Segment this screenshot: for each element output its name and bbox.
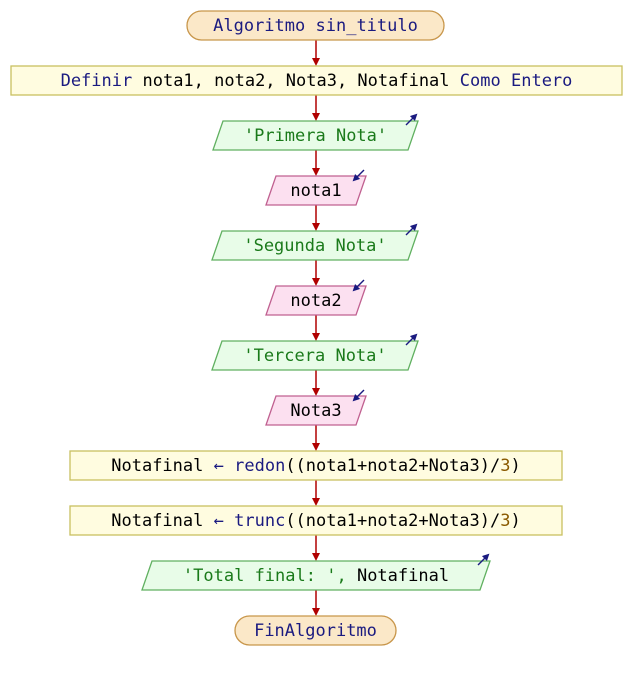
define-vars: nota1, nota2, Nota3, Notafinal	[142, 71, 449, 91]
write-1-text: 'Primera Nota'	[244, 126, 387, 146]
assign-1-target: Notafinal	[111, 456, 203, 476]
write-block-2: 'Segunda Nota'	[211, 223, 419, 261]
output-arrow-icon	[405, 333, 418, 346]
input-arrow-icon	[352, 279, 365, 292]
svg-text:Notafinal ← trunc((nota1+nota2: Notafinal ← trunc((nota1+nota2+Nota3)/3)	[111, 511, 521, 531]
define-keyword: Definir	[61, 71, 133, 91]
read-2-text: nota2	[290, 291, 341, 311]
write-block-4: 'Total final: ', Notafinal	[141, 553, 491, 591]
write-4-var: Notafinal	[357, 566, 449, 586]
svg-text:Definir nota1, nota2, Nota3, N: Definir nota1, nota2, Nota3, Notafinal C…	[61, 71, 573, 91]
assign-2-expr: ((nota1+nota2+Nota3)/	[285, 511, 500, 531]
write-block-1: 'Primera Nota'	[212, 113, 419, 151]
assign-block-2: Notafinal ← trunc((nota1+nota2+Nota3)/3)	[69, 505, 563, 536]
assign-2-target: Notafinal	[111, 511, 203, 531]
read-block-2: nota2	[265, 279, 367, 316]
assign-2-divisor: 3	[500, 511, 510, 531]
assign-2-func: trunc	[234, 511, 285, 531]
read-block-3: Nota3	[265, 389, 367, 426]
define-block: Definir nota1, nota2, Nota3, Notafinal C…	[10, 65, 623, 96]
read-3-text: Nota3	[290, 401, 341, 421]
assign-2-arrow: ←	[214, 511, 224, 531]
output-arrow-icon	[405, 223, 418, 236]
end-terminal: FinAlgoritmo	[234, 615, 397, 646]
svg-text:Notafinal ← redon((nota1+nota2: Notafinal ← redon((nota1+nota2+Nota3)/3)	[111, 456, 521, 476]
output-arrow-icon	[477, 553, 490, 566]
input-arrow-icon	[352, 389, 365, 402]
write-block-3: 'Tercera Nota'	[211, 333, 419, 371]
assign-1-close: )	[511, 456, 521, 476]
write-2-text: 'Segunda Nota'	[243, 236, 386, 256]
end-keyword: FinAlgoritmo	[254, 621, 377, 641]
svg-text:'Total final: ', Notafinal: 'Total final: ', Notafinal	[183, 566, 449, 586]
write-3-text: 'Tercera Nota'	[243, 346, 386, 366]
start-terminal: Algoritmo sin_titulo	[186, 10, 445, 41]
define-type: Entero	[511, 71, 572, 91]
write-4-sep: ,	[336, 566, 346, 586]
algorithm-name: sin_titulo	[316, 16, 418, 36]
output-arrow-icon	[405, 113, 418, 126]
read-1-text: nota1	[290, 181, 341, 201]
assign-1-divisor: 3	[500, 456, 510, 476]
assign-1-arrow: ←	[214, 456, 224, 476]
assign-block-1: Notafinal ← redon((nota1+nota2+Nota3)/3)	[69, 450, 563, 481]
input-arrow-icon	[352, 169, 365, 182]
write-4-string: 'Total final: '	[183, 566, 337, 586]
start-keyword: Algoritmo	[213, 16, 305, 36]
assign-1-expr: ((nota1+nota2+Nota3)/	[285, 456, 500, 476]
define-como: Como	[460, 71, 501, 91]
assign-1-func: redon	[234, 456, 285, 476]
svg-text:Algoritmo sin_titulo: Algoritmo sin_titulo	[213, 16, 418, 36]
read-block-1: nota1	[265, 169, 367, 206]
assign-2-close: )	[511, 511, 521, 531]
